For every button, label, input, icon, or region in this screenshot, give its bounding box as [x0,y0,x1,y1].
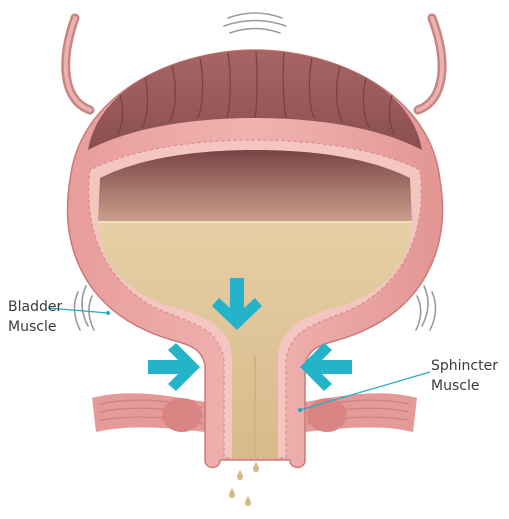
sphincter-label-line1: Sphincter [431,356,498,376]
urine-drops [229,462,259,506]
bladder-label-line1: Bladder [8,297,62,317]
squeeze-left-arrow-icon [148,343,200,391]
bladder-label-line2: Muscle [8,317,62,337]
sphincter-leader-dot [298,408,302,412]
bladder-muscle-label: Bladder Muscle [8,297,62,337]
sphincter-label-line2: Muscle [431,376,498,396]
sphincter-muscle-label: Sphincter Muscle [431,356,498,396]
bladder-leader-dot [106,311,110,315]
